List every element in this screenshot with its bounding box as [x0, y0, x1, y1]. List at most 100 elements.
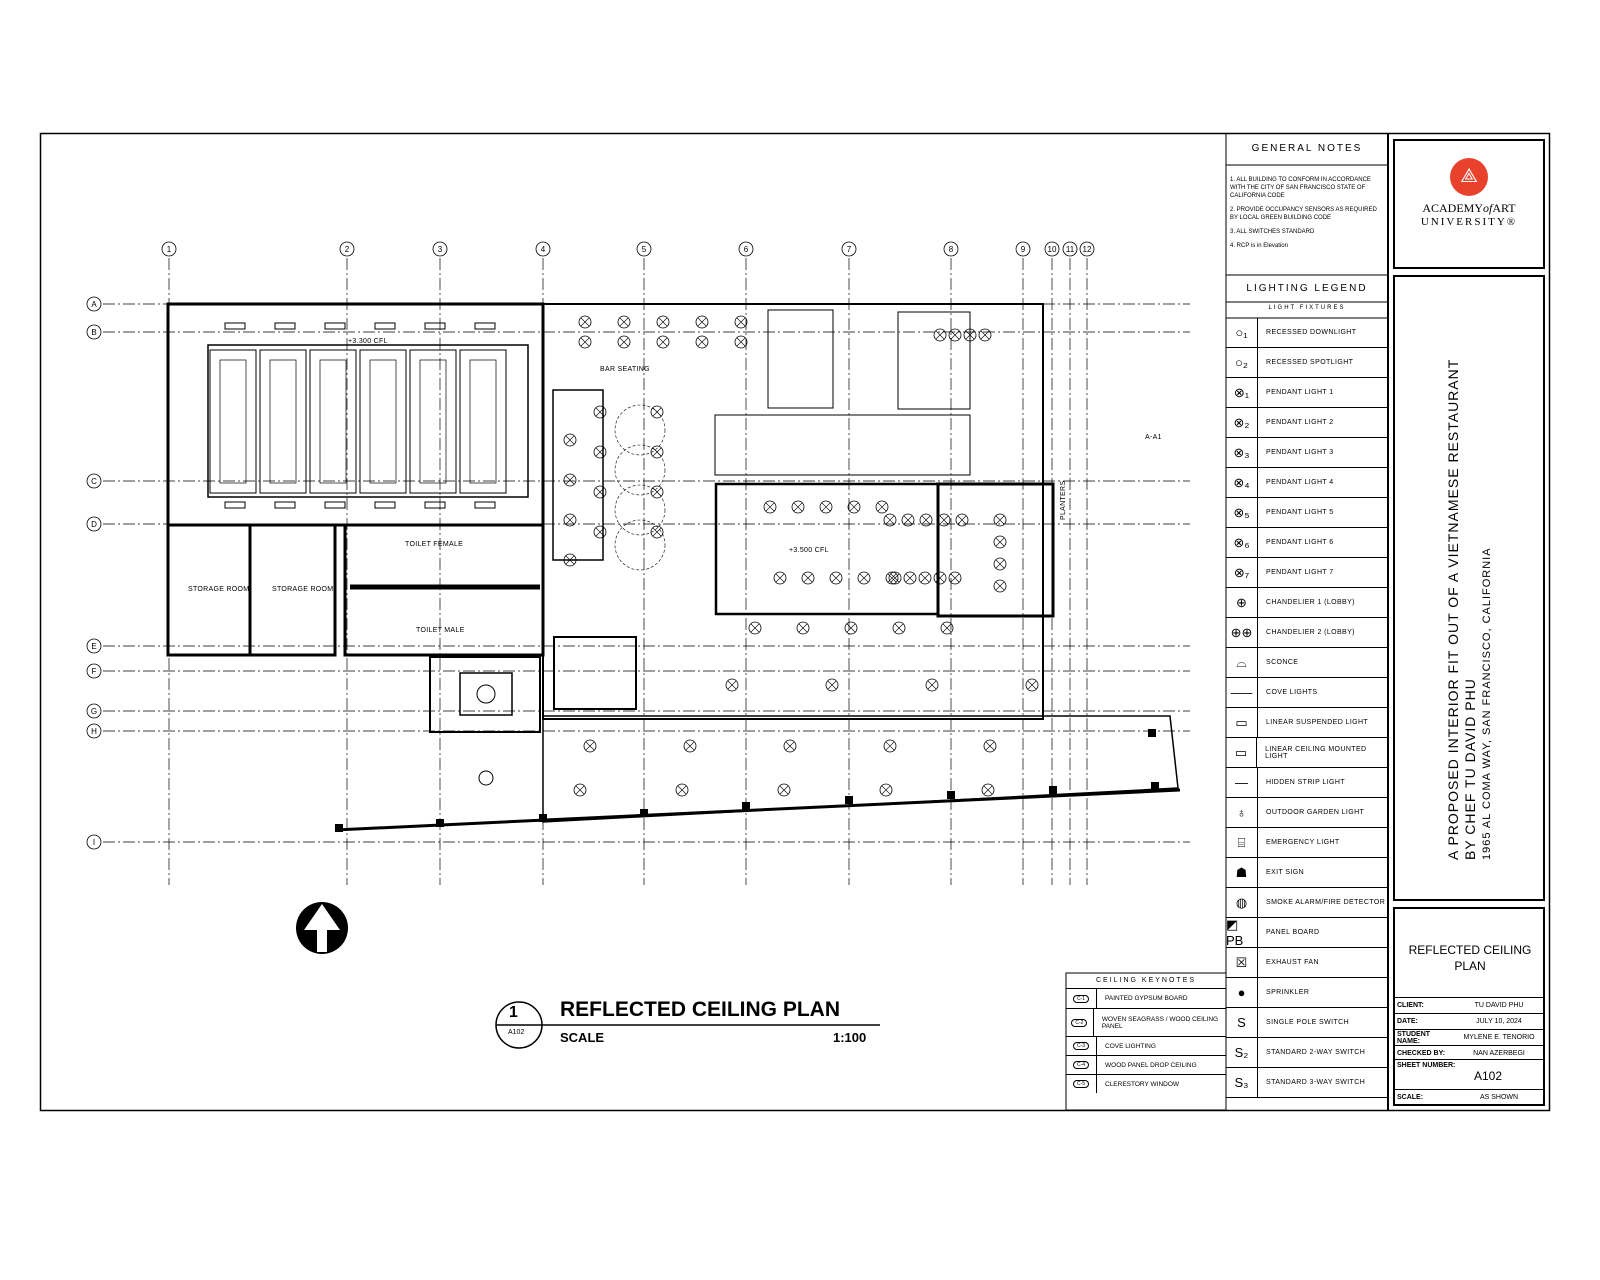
legend-symbol-icon: ◍ — [1226, 888, 1258, 917]
legend-symbol-icon: ⊗₆ — [1226, 528, 1258, 557]
pendant-cross — [995, 515, 1005, 525]
pendant-light-icon — [773, 571, 787, 585]
pendant-cross — [831, 573, 841, 583]
legend-label: PENDANT LIGHT 4 — [1266, 479, 1334, 486]
keynote-label: COVE LIGHTING — [1096, 1037, 1156, 1055]
pendant-cross — [727, 680, 737, 690]
storage-room — [248, 523, 337, 657]
legend-symbol-icon: ⊕ — [1226, 588, 1258, 617]
pendant-light-icon — [650, 445, 664, 459]
keynote-label: PAINTED GYPSUM BOARD — [1096, 989, 1188, 1008]
titleblock-value: JULY 10, 2024 — [1476, 1018, 1522, 1025]
pendant-light-icon — [734, 335, 748, 349]
scale-row: SCALE: AS SHOWN — [1394, 1089, 1544, 1105]
sheet-border — [39, 132, 1551, 1112]
pendant-cross — [580, 317, 590, 327]
legend-symbol-icon: ⊗₃ — [1226, 438, 1258, 467]
legend-row: ⌓SCONCE — [1226, 648, 1388, 678]
keynote-tag: C-3 — [1072, 1042, 1090, 1050]
pendant-light-icon — [791, 500, 805, 514]
room-label-planters: PLANTERS — [1060, 480, 1067, 520]
pendant-light-icon — [650, 405, 664, 419]
pendant-light-icon — [819, 500, 833, 514]
grid-ceiling — [897, 311, 971, 410]
legend-label: PENDANT LIGHT 3 — [1266, 449, 1334, 456]
legend-symbol-icon: ▭ — [1226, 708, 1258, 737]
legend-label: SCONCE — [1266, 659, 1299, 666]
pendant-cross — [798, 623, 808, 633]
pendant-light-icon — [593, 445, 607, 459]
linear-light — [324, 501, 346, 509]
pendant-light-icon — [617, 315, 631, 329]
grid-label: 6 — [744, 245, 749, 254]
pendant-cross — [619, 337, 629, 347]
ceiling-panel — [359, 349, 407, 494]
walls — [166, 302, 1181, 832]
pendant-light-icon — [578, 335, 592, 349]
keynote-label: WOOD PANEL DROP CEILING — [1096, 1056, 1197, 1074]
pendant-cross — [950, 330, 960, 340]
legend-label: OUTDOOR GARDEN LIGHT — [1266, 809, 1365, 816]
grid-label: 7 — [847, 245, 852, 254]
room-label-toilet-male: TOILET MALE — [416, 627, 465, 634]
pendant-cross — [1027, 680, 1037, 690]
linear-light — [474, 501, 496, 509]
legend-row: ●SPRINKLER — [1226, 978, 1388, 1008]
legend-row: ◍SMOKE ALARM/FIRE DETECTOR — [1226, 888, 1388, 918]
grid-label: B — [91, 328, 96, 337]
logo-box — [1393, 139, 1545, 269]
pendant-cross — [779, 785, 789, 795]
ceiling-height-tag: +3.300 CFL — [348, 338, 388, 345]
ceiling-panel — [309, 349, 357, 494]
grid-bubble — [1062, 241, 1078, 257]
pendant-light-icon — [583, 739, 597, 753]
linear-light — [324, 501, 346, 509]
pendant-light-icon — [888, 571, 902, 585]
pendant-cross — [827, 680, 837, 690]
pendant-light-icon — [573, 783, 587, 797]
keynote-tag: C-4 — [1072, 1061, 1090, 1069]
legend-row: ⌸EMERGENCY LIGHT — [1226, 828, 1388, 858]
general-notes-list: 1. ALL BUILDING TO CONFORM IN ACCORDANCE… — [1230, 176, 1385, 250]
legend-label: PENDANT LIGHT 1 — [1266, 389, 1334, 396]
pendant-light-icon — [883, 513, 897, 527]
pendant-light-icon — [563, 513, 577, 527]
legend-symbol-icon: ‒‒‒ — [1226, 678, 1258, 707]
pendant-cross — [565, 435, 575, 445]
pendant-cross — [765, 502, 775, 512]
pendant-light-icon — [563, 553, 577, 567]
pendant-light-icon — [801, 571, 815, 585]
keynote-tag: C-1 — [1072, 994, 1090, 1003]
column — [539, 814, 547, 822]
scale-label: SCALE: — [1397, 1094, 1424, 1101]
ceiling-panel — [259, 349, 307, 494]
patio-outline — [542, 715, 1179, 823]
legend-label: STANDARD 3-WAY SWITCH — [1266, 1079, 1366, 1086]
pendant-light-icon — [948, 328, 962, 342]
grid-bubble — [432, 241, 448, 257]
pendant-light-icon — [933, 328, 947, 342]
titleblock-row: CLIENT:TU DAVID PHU — [1394, 997, 1544, 1013]
pendant-light-icon — [656, 335, 670, 349]
titleblock-value: MYLENE E. TENORIO — [1463, 1034, 1535, 1041]
pendant-light-icon — [763, 500, 777, 514]
ceiling-panel-inset — [369, 359, 397, 484]
keynote-tag-icon: C-2 — [1066, 1018, 1093, 1027]
grid-label: 1 — [167, 245, 172, 254]
grid-label: 11 — [1066, 245, 1075, 254]
keynote-row: C-1 PAINTED GYPSUM BOARD — [1066, 988, 1226, 1008]
room-label-toilet-female: TOILET FEMALE — [405, 541, 464, 548]
titleblock-row: STUDENT NAME:MYLENE E. TENORIO — [1394, 1029, 1544, 1045]
keynote-row: C-4 WOOD PANEL DROP CEILING — [1066, 1055, 1226, 1074]
pendant-cross — [921, 515, 931, 525]
pendant-light-icon — [783, 739, 797, 753]
drawing-title: REFLECTED CEILING PLAN — [560, 998, 841, 1021]
linear-light — [424, 501, 446, 509]
project-address: 1965 AL COMA WAY, SAN FRANCISCO, CALIFOR… — [1481, 547, 1493, 860]
linear-light — [424, 322, 446, 330]
grid-bubble — [86, 638, 102, 654]
legend-symbol-icon: S₂ — [1226, 1038, 1258, 1067]
scale-value: AS SHOWN — [1479, 1094, 1519, 1101]
